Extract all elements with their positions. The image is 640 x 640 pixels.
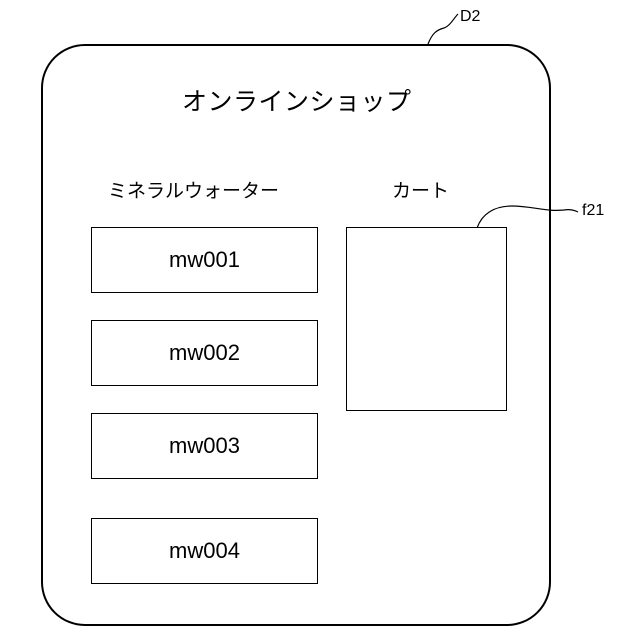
cart-reference-label: f21 — [582, 202, 604, 220]
screen-reference-label: D2 — [460, 8, 480, 26]
product-item-mw002[interactable]: mw002 — [91, 320, 318, 386]
page-title: オンラインショップ — [182, 82, 412, 118]
product-item-mw004[interactable]: mw004 — [91, 518, 318, 584]
cart-leader-line — [477, 206, 578, 228]
product-item-label: mw003 — [169, 433, 240, 459]
product-item-mw001[interactable]: mw001 — [91, 227, 318, 293]
cart-area[interactable] — [346, 227, 507, 411]
product-item-label: mw001 — [169, 247, 240, 273]
product-list-heading: ミネラルウォーター — [108, 176, 279, 203]
product-item-label: mw002 — [169, 340, 240, 366]
product-item-label: mw004 — [169, 538, 240, 564]
cart-heading: カート — [392, 176, 449, 203]
screen-leader-line — [428, 14, 458, 44]
product-item-mw003[interactable]: mw003 — [91, 413, 318, 479]
